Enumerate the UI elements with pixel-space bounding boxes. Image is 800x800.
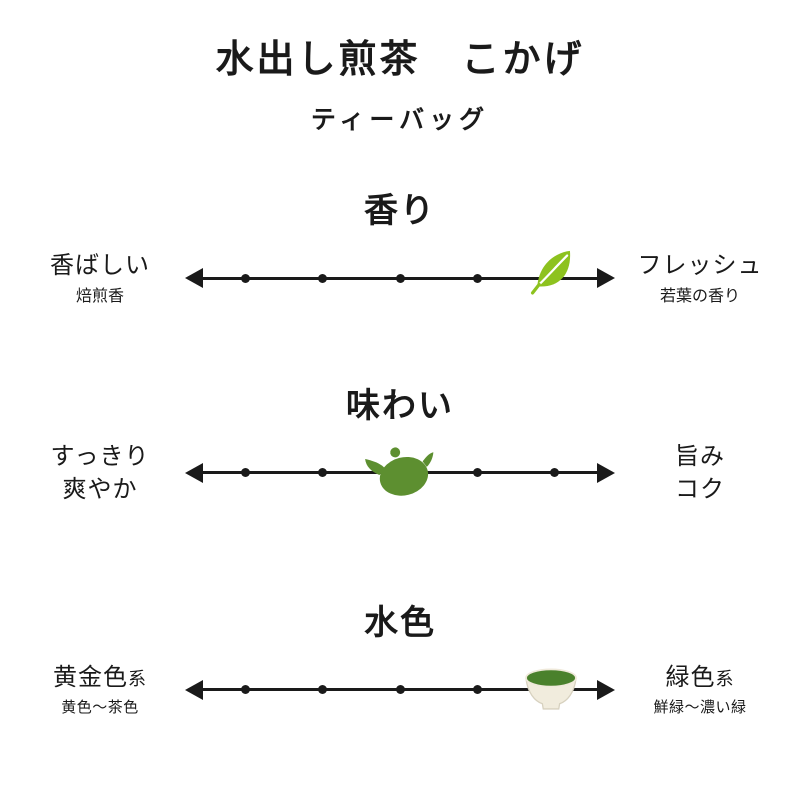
scale-aroma: 香り 香ばしい 焙煎香 フレッシュ 若葉の香り — [0, 191, 800, 310]
leaf-icon — [530, 251, 570, 295]
scale-liquor-color-right-label: 緑色系 鮮緑〜濃い緑 — [653, 663, 747, 716]
page-subtitle: ティーバッグ — [310, 104, 490, 134]
scale-aroma-row: 香ばしい 焙煎香 フレッシュ 若葉の香り — [0, 246, 800, 310]
scale-dot — [240, 273, 250, 283]
scale-aroma-left-label: 香ばしい 焙煎香 — [50, 251, 150, 305]
scale-dot — [472, 273, 482, 283]
scale-liquor-color-axis — [185, 658, 615, 722]
scale-dot — [472, 468, 482, 478]
scale-aroma-axis — [185, 246, 615, 310]
scale-liquor-color-title: 水色 — [364, 602, 436, 643]
scale-liquor-color-left-label: 黄金色系 黄色〜茶色 — [53, 663, 147, 716]
scale-dot — [240, 468, 250, 478]
scale-marker — [520, 665, 582, 715]
scale-taste-left-label: すっきり 爽やか — [50, 442, 150, 503]
teapot-icon — [365, 447, 434, 496]
scale-dot — [318, 273, 328, 283]
scale-taste-axis — [185, 441, 615, 505]
teacup-icon — [524, 668, 577, 710]
scale-aroma-title: 香り — [364, 191, 436, 232]
scale-taste: 味わい すっきり 爽やか — [0, 386, 800, 505]
header: 水出し煎茶 こかげ ティーバッグ — [0, 0, 800, 133]
scale-taste-row: すっきり 爽やか 旨み — [0, 441, 800, 505]
scale-taste-title: 味わい — [346, 386, 454, 427]
scale-marker — [362, 443, 438, 501]
axis-arrowhead-right — [597, 679, 615, 700]
scale-marker — [527, 244, 583, 300]
scale-dot — [550, 468, 560, 478]
scale-taste-right-label: 旨み コク — [675, 442, 725, 503]
page-title: 水出し煎茶 こかげ — [215, 36, 585, 81]
scale-dot — [395, 273, 405, 283]
scale-dot — [395, 685, 405, 695]
axis-arrowhead-right — [597, 268, 615, 289]
scale-liquor-color: 水色 黄金色系 黄色〜茶色 緑色系 鮮緑〜濃い緑 — [0, 603, 800, 722]
axis-arrowhead-right — [597, 462, 615, 483]
scale-dot — [318, 685, 328, 695]
scale-dot — [318, 468, 328, 478]
scale-liquor-color-row: 黄金色系 黄色〜茶色 緑色系 鮮緑〜濃い緑 — [0, 658, 800, 722]
scale-dot — [472, 685, 482, 695]
scale-dot — [240, 685, 250, 695]
scale-aroma-right-label: フレッシュ 若葉の香り — [637, 251, 763, 305]
